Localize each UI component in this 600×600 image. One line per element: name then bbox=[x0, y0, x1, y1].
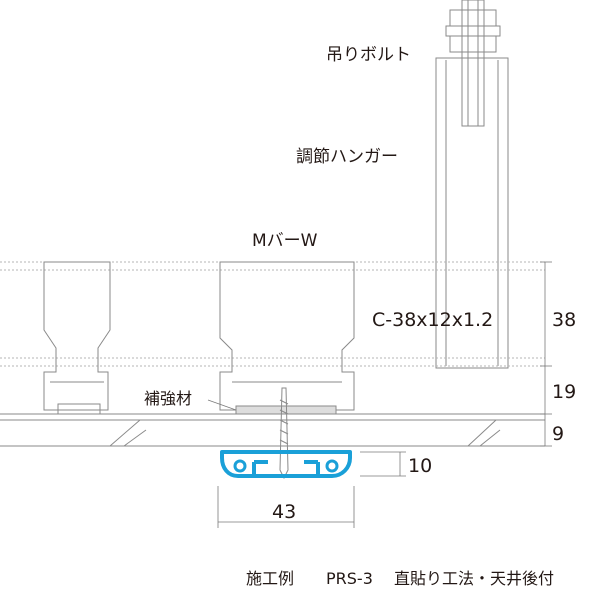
hanging-bolt bbox=[445, 0, 501, 127]
m-bar-right bbox=[219, 261, 355, 411]
dim-38: 38 bbox=[552, 309, 576, 331]
adjustable-hanger bbox=[435, 57, 509, 369]
label-bolt: 吊りボルト bbox=[326, 45, 411, 65]
label-hanger: 調節ハンガー bbox=[296, 147, 398, 167]
dim-10: 10 bbox=[408, 455, 432, 477]
blue-profile bbox=[220, 450, 352, 478]
reinforce-leader bbox=[207, 399, 237, 411]
m-bar-left bbox=[43, 261, 111, 415]
screw-icon bbox=[279, 387, 289, 480]
dim-9: 9 bbox=[552, 423, 564, 445]
label-mbar: MバーW bbox=[252, 231, 318, 251]
label-reinforce: 補強材 bbox=[144, 389, 192, 408]
caption-code: PRS-3 bbox=[326, 569, 373, 588]
dimension-lines bbox=[217, 261, 552, 528]
dim-43: 43 bbox=[272, 501, 296, 523]
caption-method: 施工例 bbox=[246, 569, 294, 588]
caption-description: 直貼り工法・天井後付 bbox=[394, 569, 554, 588]
ceiling-board bbox=[0, 413, 545, 447]
dim-19: 19 bbox=[552, 381, 576, 403]
label-channel: C-38x12x1.2 bbox=[372, 309, 493, 331]
